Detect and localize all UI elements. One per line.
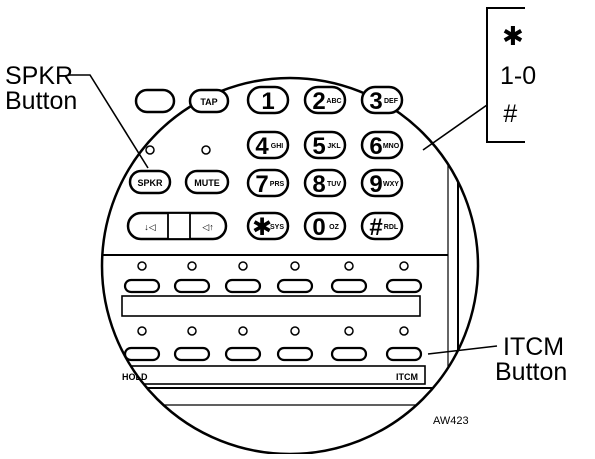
dial-key-letters: DEF (384, 98, 399, 105)
keys-star-label: ✱ (502, 21, 524, 51)
spkr-callout-line1: SPKR (5, 62, 73, 90)
svg-text:MUTE: MUTE (194, 178, 220, 188)
label-strip-bottom (109, 365, 426, 385)
dial-key-10[interactable]: ✱SYS (246, 211, 290, 241)
feature-button[interactable] (276, 346, 314, 362)
feature-led (187, 326, 197, 336)
feature-button[interactable] (123, 278, 161, 294)
dial-key-letters: ABC (326, 98, 341, 105)
dial-key-digit: 1 (261, 88, 274, 115)
dial-key-letters: SYS (270, 224, 284, 231)
dial-key-digit: 9 (369, 171, 382, 198)
feature-led (137, 326, 147, 336)
itcm-button[interactable] (385, 346, 423, 362)
feature-button[interactable] (123, 346, 161, 362)
dial-key-letters: WXY (383, 181, 399, 188)
feature-led (290, 326, 300, 336)
dial-key-digit: # (369, 214, 382, 241)
feature-led (238, 261, 248, 271)
feature-button[interactable] (276, 278, 314, 294)
magnifier-circle (100, 76, 480, 456)
feature-led (344, 261, 354, 271)
feature-led (137, 261, 147, 271)
feature-button[interactable] (330, 278, 368, 294)
volume-down-label: ↓◁ (144, 222, 156, 232)
spkr-led (145, 145, 155, 155)
volume-up-label: ◁↑ (202, 222, 213, 232)
keys-hash-label: # (503, 100, 518, 128)
feature-led (399, 261, 409, 271)
itcm-leader (427, 345, 498, 355)
dial-key-digit: 8 (312, 171, 325, 198)
keys-leader (422, 104, 488, 151)
figure-ref: AW423 (433, 415, 469, 427)
feature-led (290, 261, 300, 271)
keys-bracket (486, 7, 525, 143)
feature-button[interactable] (173, 346, 211, 362)
itcm-callout-line2: Button (495, 358, 567, 386)
dial-key-letters: OZ (329, 224, 339, 231)
feature-led (238, 326, 248, 336)
feature-button[interactable] (385, 278, 423, 294)
feature-button[interactable] (173, 278, 211, 294)
dial-key-12[interactable]: #RDL (360, 211, 404, 241)
dial-key-digit: 7 (255, 171, 268, 198)
feature-led (399, 326, 409, 336)
dial-key-letters: PRS (270, 181, 285, 188)
feature-button[interactable] (330, 346, 368, 362)
dial-key-digit: 2 (312, 88, 325, 115)
dial-key-11[interactable]: 0 OZ (303, 211, 347, 241)
spkr-callout-line2: Button (5, 87, 77, 115)
feature-led (344, 326, 354, 336)
label-strip-top (121, 295, 421, 317)
svg-text:TAP: TAP (200, 97, 217, 107)
dial-key-digit: 5 (312, 133, 325, 160)
dial-key-letters: TUV (327, 181, 341, 188)
dial-key-letters: MNO (383, 143, 400, 150)
feature-button[interactable] (224, 278, 262, 294)
itcm-callout-line1: ITCM (503, 333, 564, 361)
dial-key-letters: JKL (327, 143, 341, 150)
dial-key-digit: 0 (312, 214, 325, 241)
spkr-button[interactable]: SPKR (128, 169, 172, 195)
dial-key-digit: 3 (369, 88, 382, 115)
volume-rocker[interactable]: ↓◁ ◁↑ (126, 211, 228, 241)
feature-button[interactable] (224, 346, 262, 362)
itcm-strip-label: ITCM (396, 372, 418, 382)
dial-key-digit: ✱ (252, 214, 272, 241)
mute-led (201, 145, 211, 155)
dial-key-1[interactable]: 1 (246, 85, 290, 115)
tap-button[interactable]: TAP (188, 88, 230, 114)
feature-led (187, 261, 197, 271)
dial-key-digit: 4 (255, 133, 269, 160)
mute-button[interactable]: MUTE (184, 169, 230, 195)
feature-buttons (123, 261, 423, 362)
dial-key-digit: 6 (369, 133, 382, 160)
dial-key-letters: GHI (271, 143, 284, 150)
spkr-leader (68, 74, 149, 169)
keys-digits-label: 1-0 (500, 62, 536, 90)
dial-key-letters: RDL (384, 224, 399, 231)
hold-strip-label: HOLD (122, 372, 148, 382)
svg-text:SPKR: SPKR (137, 178, 163, 188)
